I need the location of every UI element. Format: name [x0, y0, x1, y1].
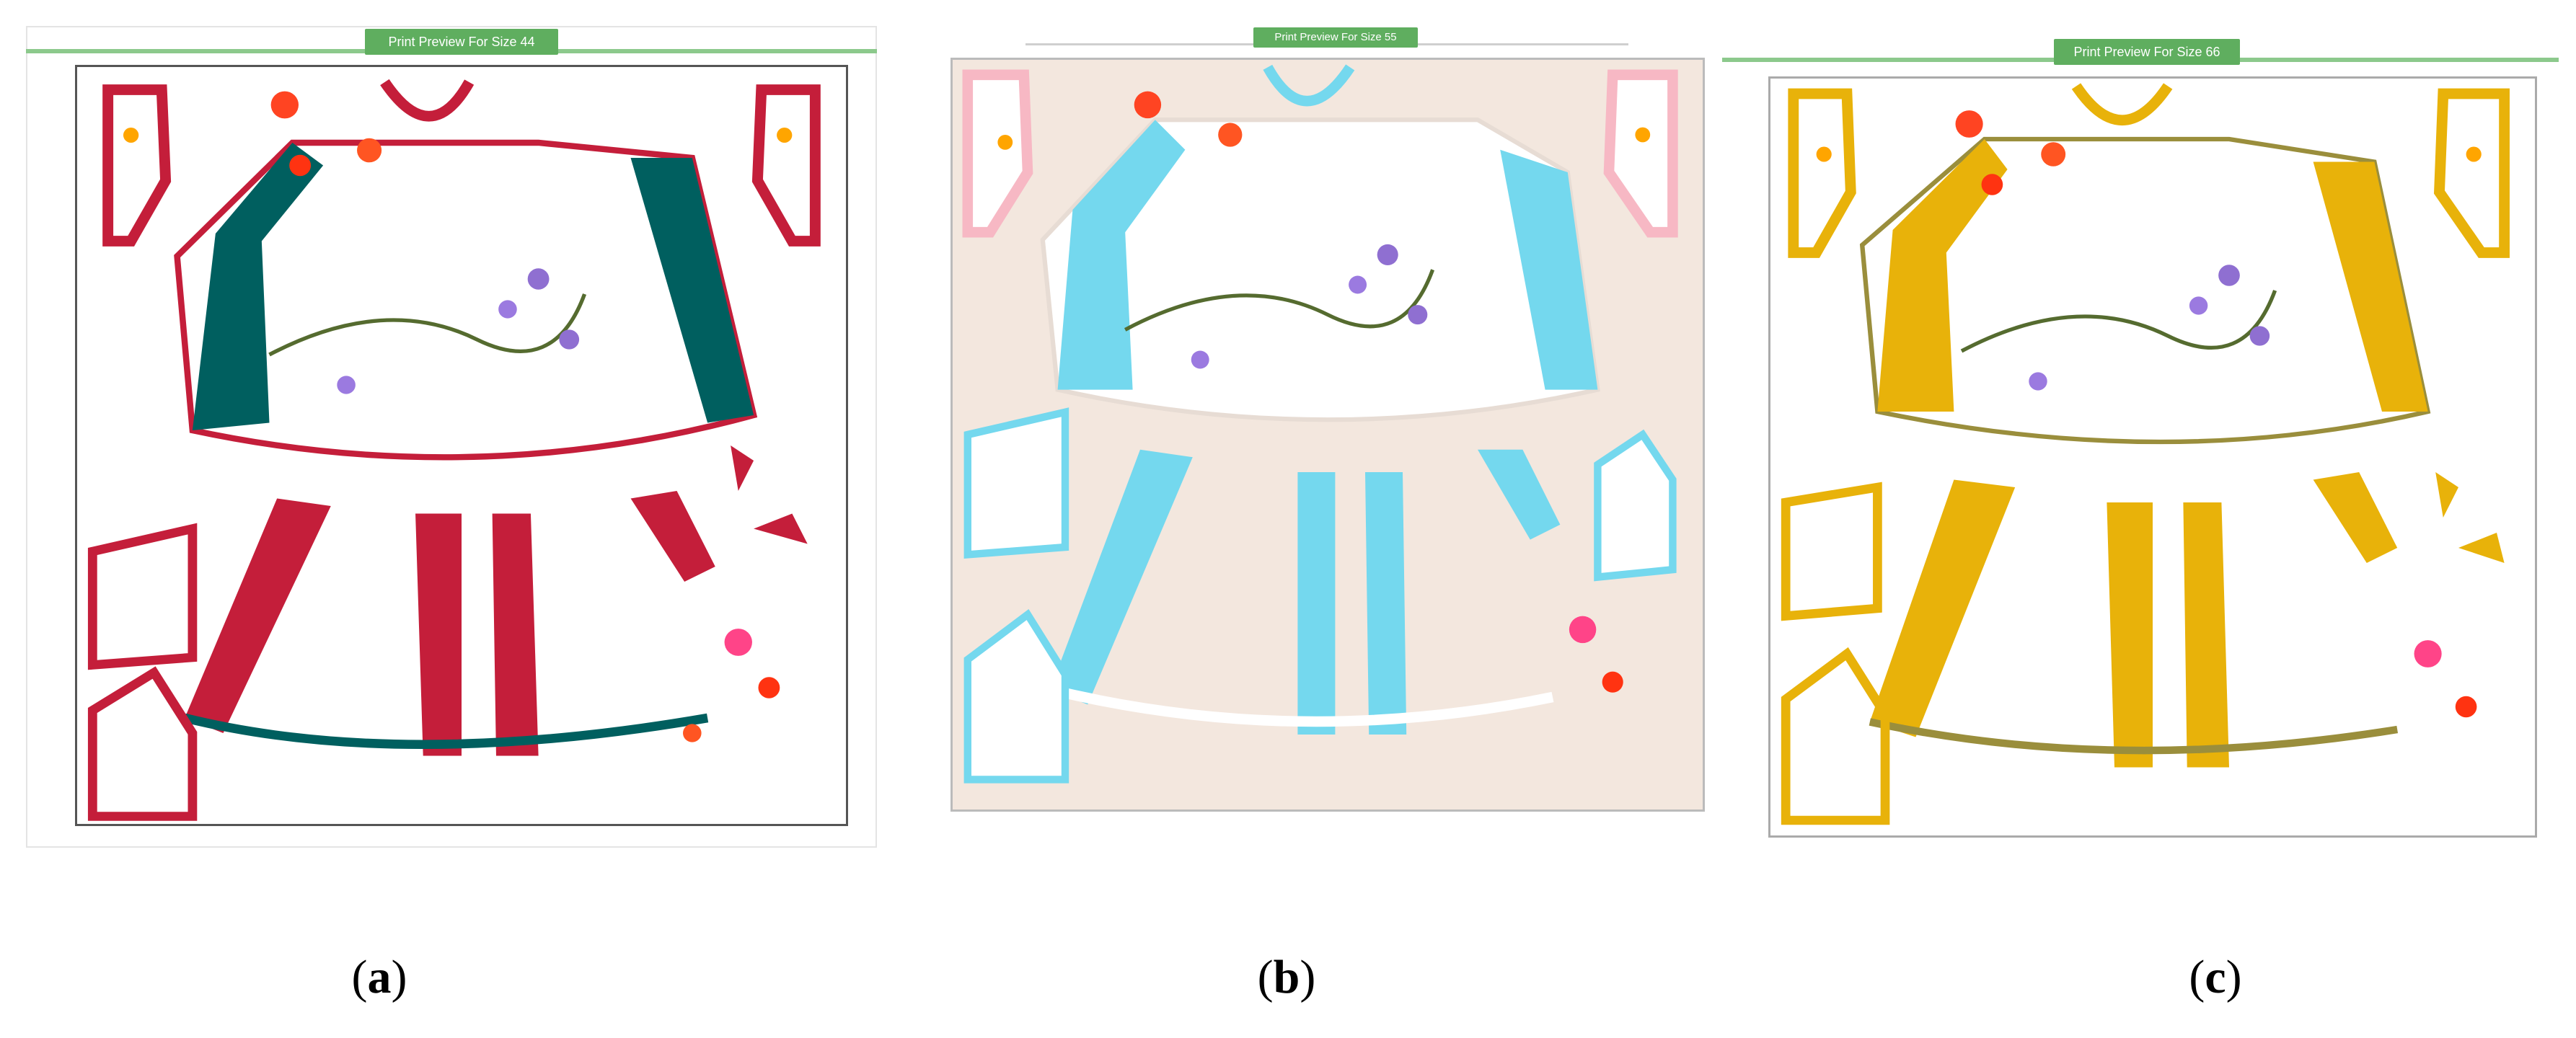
panel-b-floral-print — [997, 91, 1651, 693]
panel-a-header: Print Preview For Size 44 — [365, 29, 558, 55]
panel-b-pattern-sheet — [950, 58, 1705, 812]
caption-b-letter: b — [1273, 951, 1300, 1003]
panel-c: Print Preview For Size 66 — [1722, 39, 2559, 839]
caption-c: (c) — [2143, 950, 2288, 1005]
panel-b-header: Print Preview For Size 55 — [1253, 27, 1418, 48]
panel-a: Print Preview For Size 44 — [26, 26, 877, 848]
caption-b-close: ) — [1300, 951, 1316, 1003]
panel-c-header: Print Preview For Size 66 — [2054, 39, 2240, 65]
caption-c-open: ( — [2189, 951, 2205, 1003]
panel-b: Print Preview For Size 55 — [946, 26, 1708, 826]
panel-b-pattern-art — [962, 64, 1678, 784]
panel-c-floral-print — [1816, 110, 2482, 718]
panel-a-floral-print — [123, 91, 793, 742]
caption-b-open: ( — [1257, 951, 1274, 1003]
panel-a-pattern-sheet — [75, 65, 848, 826]
caption-c-letter: c — [2205, 951, 2226, 1003]
caption-c-close: ) — [2226, 951, 2242, 1003]
caption-a: (a) — [307, 950, 451, 1005]
panel-a-pattern-art — [87, 79, 821, 821]
panel-a-pattern-pieces — [87, 79, 821, 821]
panel-c-pattern-art — [1781, 83, 2510, 825]
panel-c-pattern-pieces — [1781, 83, 2510, 825]
caption-a-open: ( — [351, 951, 368, 1003]
caption-a-close: ) — [391, 951, 407, 1003]
caption-a-letter: a — [367, 951, 392, 1003]
panel-c-pattern-sheet — [1768, 76, 2537, 838]
caption-b: (b) — [1214, 950, 1359, 1005]
panel-b-pattern-pieces — [962, 64, 1678, 784]
